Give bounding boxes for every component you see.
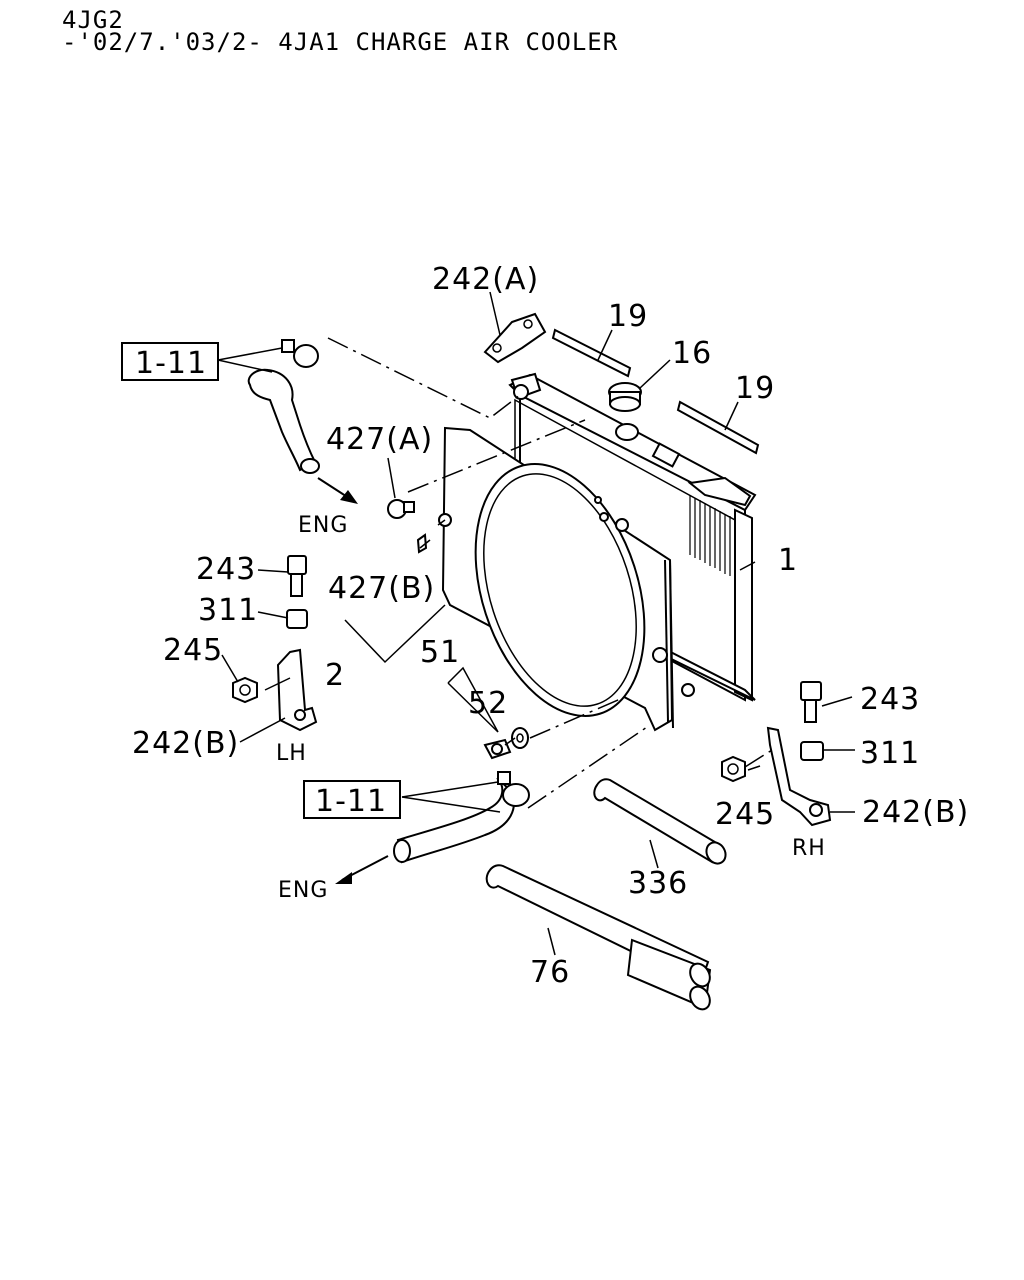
bracket-242a — [483, 312, 547, 364]
callout-52: 52 — [468, 686, 508, 721]
callout-242b-lh: 242(B) — [132, 726, 239, 761]
lower-radiator-hose — [393, 771, 530, 864]
strip-19-right — [676, 400, 760, 455]
callout-19-top: 19 — [608, 299, 648, 334]
label-rh: RH — [792, 836, 826, 861]
label-eng-top: ENG — [298, 513, 348, 538]
connection-lines — [327, 337, 773, 809]
callout-243-rh: 243 — [860, 682, 920, 717]
engine-arrow-top — [317, 477, 358, 504]
callout-19-right: 19 — [735, 371, 775, 406]
tube-336 — [593, 778, 727, 865]
callout-245-lh: 245 — [163, 633, 223, 668]
callout-245-rh: 245 — [715, 797, 775, 832]
label-lh: LH — [276, 741, 307, 766]
tube-76 — [485, 864, 712, 1011]
fan-shroud — [438, 426, 674, 732]
callout-427b: 427(B) — [328, 571, 435, 606]
callout-2: 2 — [325, 658, 345, 693]
reference-box-top — [121, 342, 219, 381]
callout-16: 16 — [672, 336, 712, 371]
rh-mount-bracket — [721, 681, 832, 827]
reference-box-bottom — [303, 780, 401, 819]
callout-1-11-bottom: 1-11 — [315, 784, 387, 819]
lh-mount-bracket — [232, 555, 318, 732]
callout-242a: 242(A) — [432, 262, 539, 297]
leader-lines — [217, 291, 855, 956]
radiator-cap-16 — [608, 382, 642, 412]
label-eng-bottom: ENG — [278, 878, 328, 903]
callout-1: 1 — [778, 543, 798, 578]
callout-51: 51 — [420, 635, 460, 670]
callout-243-lh: 243 — [196, 552, 256, 587]
engine-arrow-bottom — [335, 855, 389, 884]
callout-311-rh: 311 — [860, 736, 920, 771]
callout-242b-rh: 242(B) — [862, 795, 969, 830]
strip-19-top — [551, 328, 632, 378]
callout-1-11-top: 1-11 — [135, 346, 207, 381]
upper-radiator-hose — [247, 339, 320, 474]
callout-76: 76 — [530, 955, 570, 990]
fastener-51-52 — [483, 727, 529, 760]
callout-336: 336 — [628, 866, 688, 901]
callout-311-lh: 311 — [198, 593, 258, 628]
diagram-title: -'02/7.'03/2- 4JA1 CHARGE AIR COOLER — [62, 28, 619, 56]
model-code: 4JG2 — [62, 6, 124, 34]
clip-427a — [387, 499, 415, 519]
callout-427a: 427(A) — [326, 422, 433, 457]
